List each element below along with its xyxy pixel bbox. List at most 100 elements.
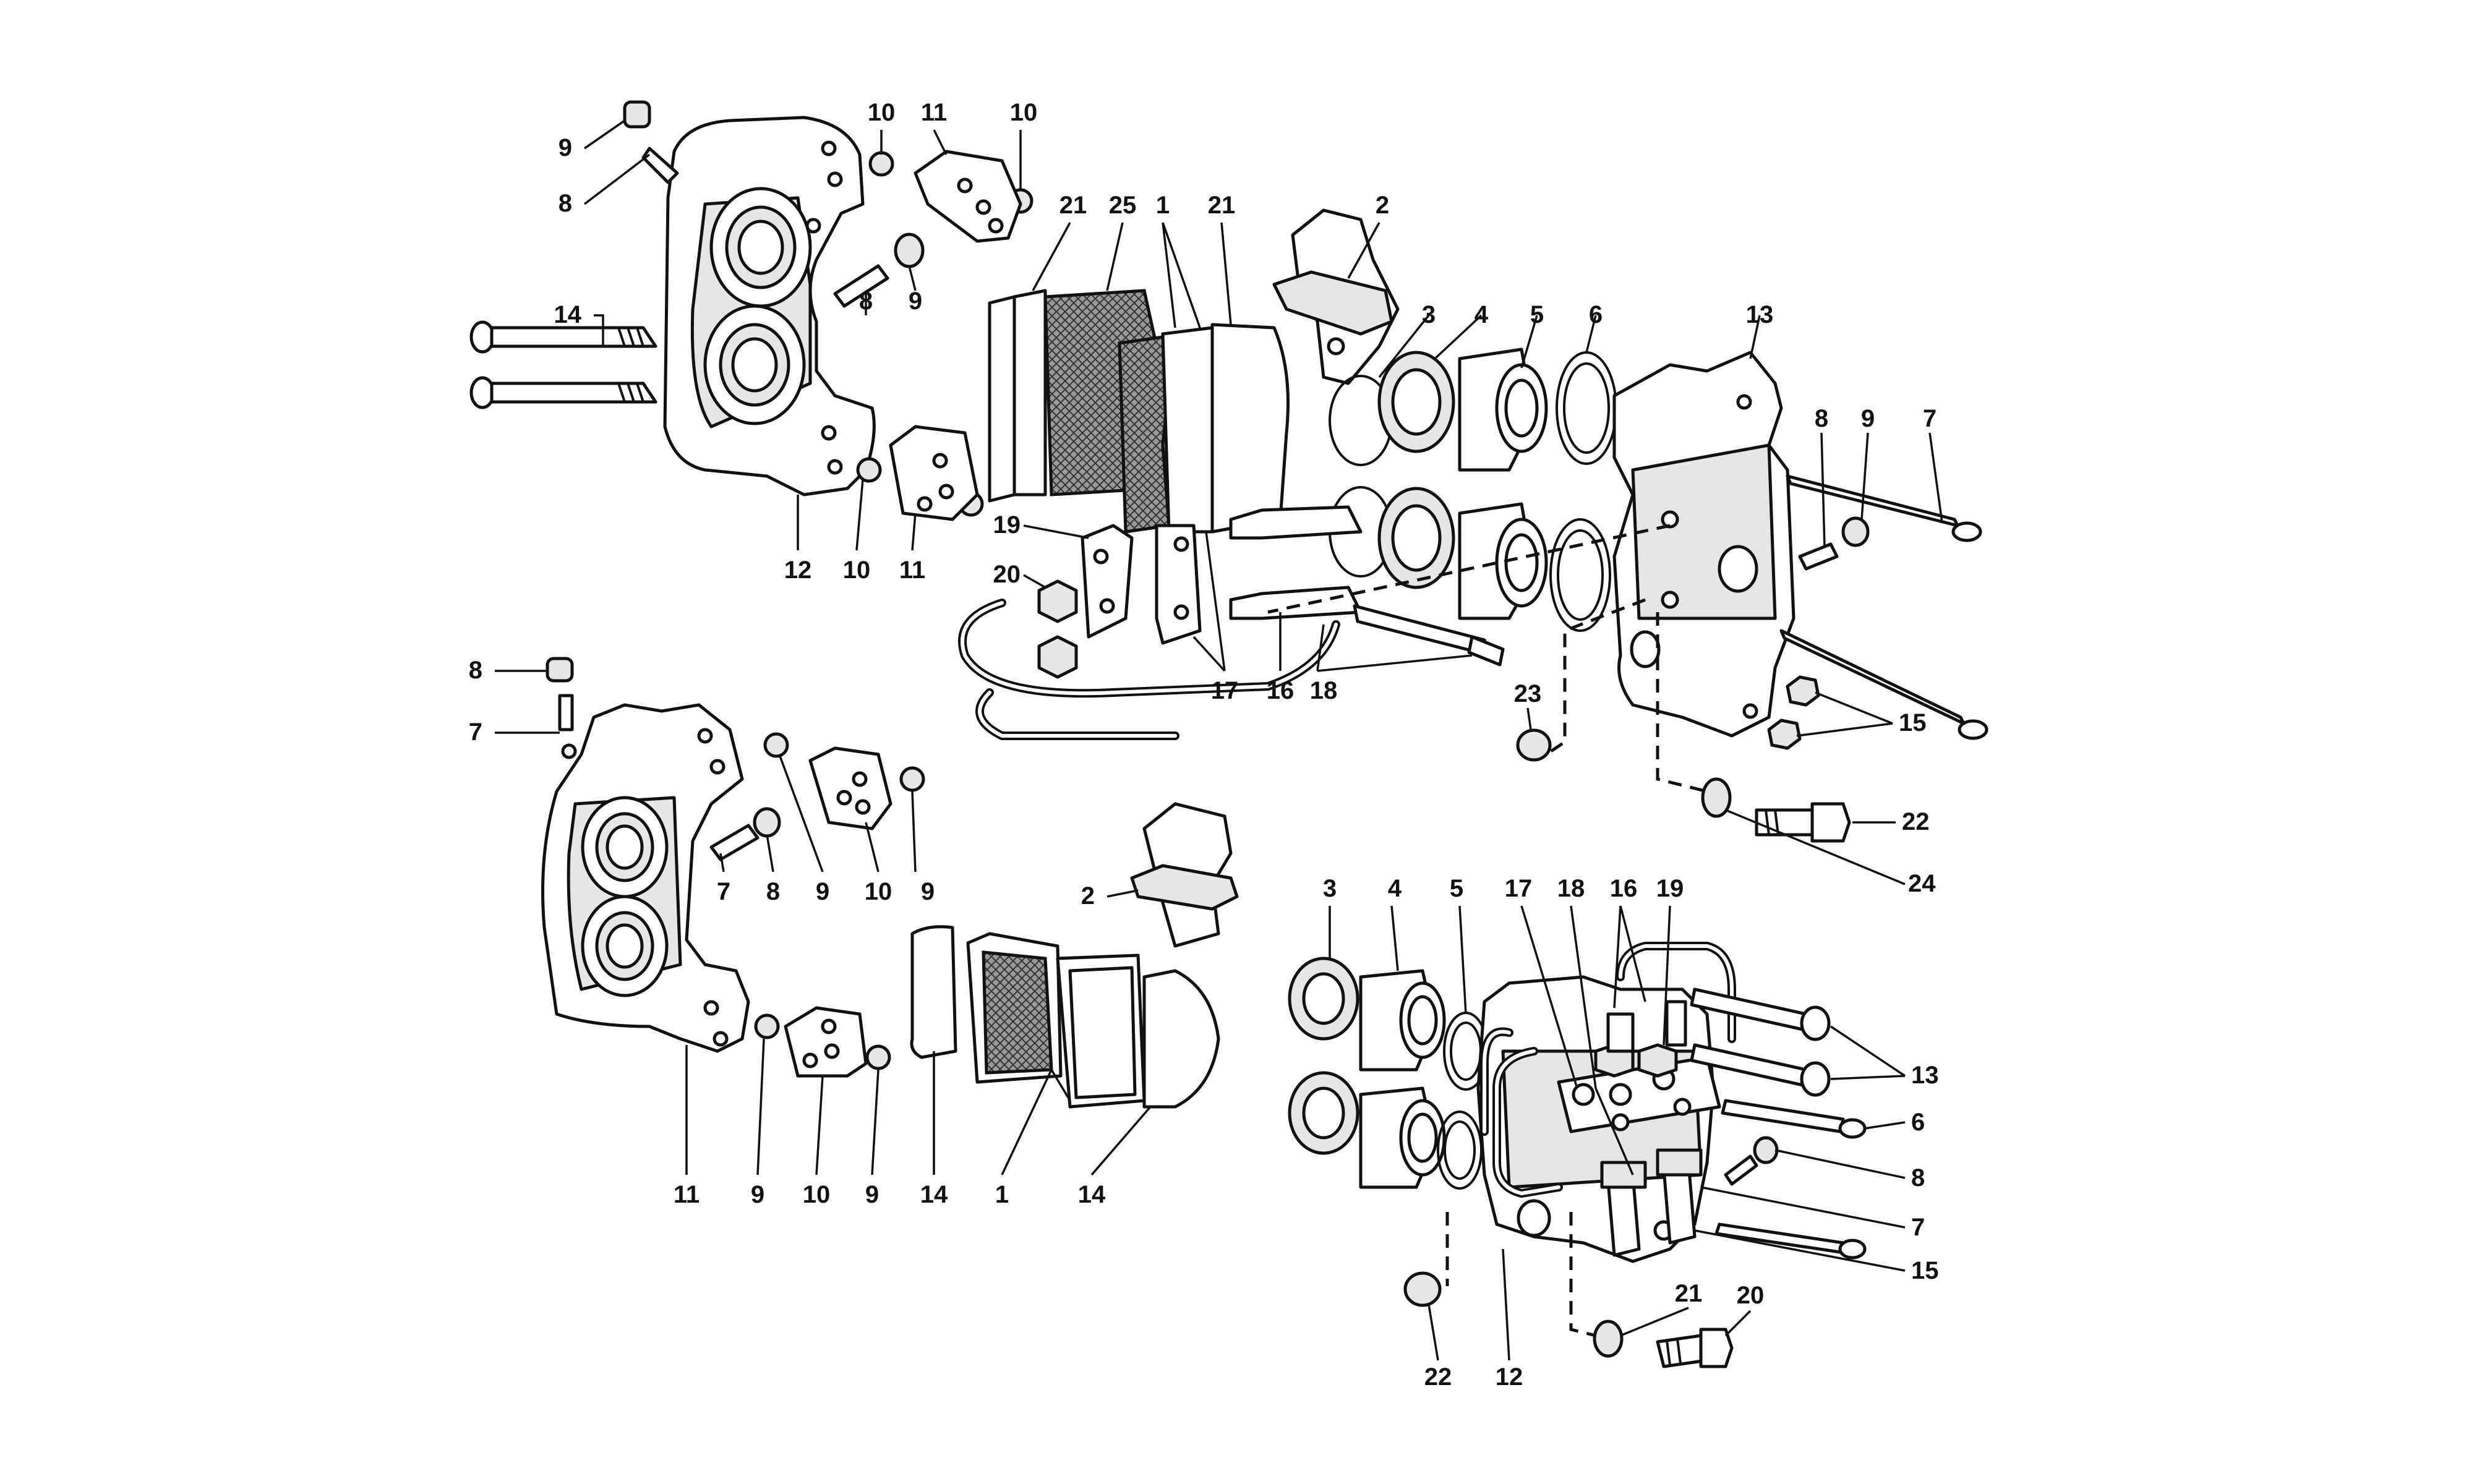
- top-caliper-half-right: [1612, 351, 1796, 738]
- callout-11: 11: [921, 99, 947, 126]
- bl-washer-9b: [899, 766, 925, 792]
- callout-18: 18: [1310, 677, 1338, 704]
- callout-8: 8: [559, 190, 572, 217]
- callout-16: 16: [1267, 677, 1295, 704]
- callout-9: 9: [865, 1181, 879, 1208]
- top-bleeder-screw-mid: [833, 232, 925, 308]
- callout-4: 4: [1475, 301, 1489, 328]
- bl-spring-clip: [1130, 802, 1239, 948]
- callout-5: 5: [1530, 301, 1544, 328]
- br-piston-seal-set: [1288, 957, 1489, 1190]
- bl-washer-9c: [754, 1013, 780, 1039]
- br-washer-21: [1593, 1320, 1624, 1358]
- callout-12: 12: [1496, 1363, 1523, 1391]
- br-fittings-16-18: [1600, 1148, 1703, 1257]
- top-nut-15a: [1786, 675, 1820, 707]
- br-leader-lines: [1329, 905, 1906, 1361]
- br-banjo-bolt-20: [1656, 1328, 1734, 1368]
- callout-15: 15: [1899, 709, 1927, 736]
- callout-7: 7: [717, 878, 730, 905]
- bl-callouts: 8 7 7 8 9 10 9 2 11 9 10 9 14 1 14: [469, 657, 1106, 1208]
- callout-5: 5: [1450, 875, 1463, 902]
- callout-21: 21: [1059, 192, 1087, 219]
- callout-9: 9: [559, 134, 572, 161]
- bl-bleeder-screw-top: [558, 694, 574, 731]
- top-washer-23: [1516, 728, 1552, 762]
- callout-10: 10: [803, 1181, 831, 1208]
- callout-2: 2: [1376, 192, 1389, 219]
- bl-plate-10-upper: [808, 746, 892, 830]
- top-alignment-line-b: [1545, 598, 1646, 756]
- bl-bleeder-screw-mid: [709, 807, 781, 861]
- top-retaining-pins: [1779, 474, 1988, 740]
- bl-plate-10-lower: [784, 1006, 868, 1078]
- top-bleeder-screw-left: [623, 100, 679, 184]
- top-banjo-bolt: [1755, 802, 1851, 843]
- callout-8: 8: [1815, 405, 1828, 432]
- top-washer-24: [1701, 777, 1732, 818]
- callout-22: 22: [1424, 1363, 1452, 1391]
- callout-11: 11: [674, 1181, 700, 1208]
- callout-12: 12: [784, 556, 812, 584]
- br-bolts-13: [1690, 987, 1831, 1097]
- callout-22: 22: [1902, 808, 1930, 835]
- top-spring-clip: [1272, 208, 1400, 385]
- callout-7: 7: [1911, 1214, 1925, 1241]
- bl-brake-pads: [910, 925, 1220, 1109]
- top-plate-11-lower: [889, 425, 979, 521]
- callout-14: 14: [920, 1181, 948, 1208]
- callout-9: 9: [751, 1181, 764, 1208]
- callout-21: 21: [1208, 192, 1236, 219]
- top-washer-10c: [856, 457, 882, 483]
- callout-3: 3: [1323, 875, 1337, 902]
- br-callouts: 3 4 5 17 18 16 19 13 6 8 7 15 21 20 22 1…: [1323, 875, 1939, 1391]
- callout-10: 10: [843, 556, 871, 584]
- callout-20: 20: [1737, 1282, 1765, 1309]
- br-fitting-plate: [1557, 1000, 1721, 1133]
- bottom-right-assembly: 3 4 5 17 18 16 19 13 6 8 7 15 21 20 22 1…: [1288, 875, 1939, 1391]
- top-assembly: 9 8 10 11 10 21 25 1 21 2 8 9 14 3 4 5 6…: [469, 99, 1988, 897]
- callout-13: 13: [1746, 301, 1774, 328]
- top-alignment-line-c: [1656, 612, 1708, 793]
- top-plate-11-upper: [914, 150, 1022, 243]
- callout-17: 17: [1505, 875, 1533, 902]
- top-washer-10a: [868, 151, 894, 177]
- callout-7: 7: [469, 719, 482, 746]
- bottom-left-assembly: 8 7 7 8 9 10 9 2 11 9 10 9 14 1 14: [469, 657, 1239, 1208]
- br-bleeder-8: [1724, 1136, 1779, 1186]
- top-leader-lines: [583, 119, 1943, 885]
- callout-19: 19: [1656, 875, 1684, 902]
- callout-14: 14: [554, 301, 582, 328]
- callout-16: 16: [1610, 875, 1638, 902]
- callout-9: 9: [1861, 405, 1875, 432]
- callout-8: 8: [469, 657, 482, 684]
- callout-17: 17: [1211, 677, 1239, 704]
- callout-24: 24: [1908, 870, 1936, 897]
- top-nut-15b: [1767, 719, 1802, 750]
- callout-19: 19: [993, 511, 1021, 539]
- callout-20: 20: [993, 561, 1021, 588]
- top-bleeder-screw-right: [1798, 516, 1870, 571]
- callout-18: 18: [1557, 875, 1585, 902]
- callout-21: 21: [1675, 1280, 1703, 1307]
- top-caliper-half-left: [663, 116, 876, 497]
- bl-washer-9a: [763, 732, 789, 758]
- callout-8: 8: [1911, 1164, 1925, 1192]
- callout-1: 1: [1156, 192, 1170, 219]
- callout-8: 8: [859, 288, 873, 315]
- callout-10: 10: [1010, 99, 1038, 126]
- top-alignment-line-a: [1267, 524, 1671, 614]
- callout-23: 23: [1514, 680, 1542, 707]
- top-brake-fittings: [958, 505, 1505, 740]
- br-alignment-line-b: [1569, 1212, 1596, 1337]
- br-pin-6: [1721, 1099, 1867, 1139]
- top-piston-seal-set: [1329, 348, 1617, 632]
- bl-bleeder-cap: [546, 657, 574, 683]
- callout-10: 10: [868, 99, 896, 126]
- callout-9: 9: [909, 288, 922, 315]
- callout-10: 10: [865, 878, 892, 905]
- callout-8: 8: [766, 878, 780, 905]
- top-callouts: 9 8 10 11 10 21 25 1 21 2 8 9 14 3 4 5 6…: [554, 99, 1937, 897]
- callout-7: 7: [1923, 405, 1937, 432]
